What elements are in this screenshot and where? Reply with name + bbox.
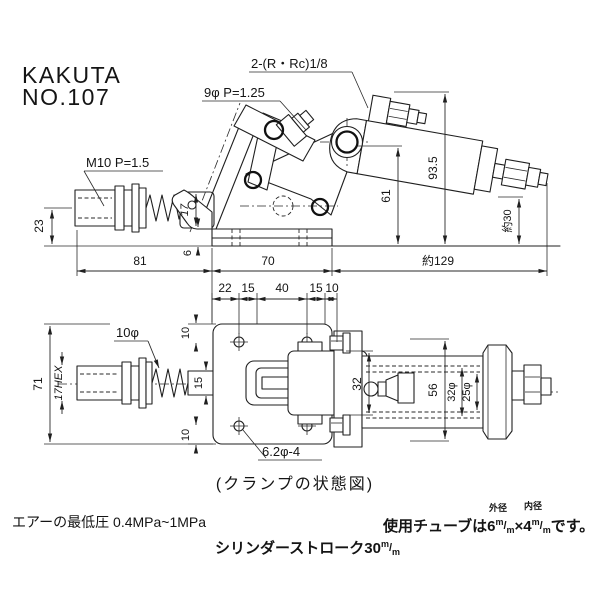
lower-view-labels: 10φ 17HEX 6.2φ-4: [53, 325, 322, 461]
hex-rod-plan: [76, 365, 123, 401]
mm-sub: m: [543, 525, 551, 535]
mm-sup: m: [532, 517, 540, 527]
air-pressure-note: エアーの最低圧 0.4MPa~1MPa: [12, 514, 206, 530]
dim-edge-bottom: 10: [180, 429, 192, 441]
lower-view-dimensions: 71 10 15 10 22 15 40 15 10 32: [31, 281, 480, 454]
lower-view-drawing: [58, 323, 558, 448]
mm-sub: m: [392, 547, 400, 557]
dim-total-height: 93.5: [426, 156, 440, 180]
model-number: NO.107: [22, 84, 110, 110]
stroke-note: シリンダーストローク30m/m: [215, 539, 400, 557]
dim-rod-height: 23: [32, 219, 46, 233]
dim-pivot-height: 61: [379, 189, 393, 203]
dim-rod-length: 81: [133, 254, 147, 268]
mm-slash: /: [540, 520, 543, 532]
rod-dia-label: 10φ: [116, 325, 139, 340]
rod-thread-label: M10 P=1.5: [86, 155, 149, 170]
brand-title: KAKUTA: [22, 62, 121, 88]
main-pivot-hole: [335, 130, 359, 154]
dim-bore-dia: 32φ: [446, 382, 458, 401]
spring-side: [145, 194, 183, 222]
pivot-bolt-label: 9φ P=1.25: [204, 85, 265, 100]
ports-label: 2-(R・Rc)1/8: [251, 56, 328, 71]
dim-chain-10: 10: [325, 281, 339, 295]
title-block: KAKUTA NO.107: [22, 62, 121, 110]
dim-tube-dia: 25φ: [461, 382, 473, 401]
rod-nut-plan: [523, 364, 542, 405]
dim-cylinder-width: 56: [426, 383, 440, 397]
cylinder-body: [356, 119, 484, 195]
cylinder-pin-hole: [310, 197, 330, 217]
tube-note-mid: ×4: [515, 518, 533, 535]
tube-note: 使用チューブは6m/m×4m/mです。: [382, 517, 594, 535]
dim-total-length: 約129: [422, 253, 454, 268]
inner-dia-ruby: 内径: [524, 500, 542, 511]
mm-sub: m: [507, 525, 515, 535]
bracket-bolts: [329, 332, 351, 436]
dim-clevis-width: 17: [179, 203, 191, 216]
pivot-bolt-stack: [275, 109, 315, 147]
dim-chain-22: 22: [218, 281, 232, 295]
upper-view-drawing: [44, 94, 561, 247]
mm-slash: /: [389, 542, 392, 554]
dim-chain-15a: 15: [241, 281, 255, 295]
hex-flats-label: 17HEX: [53, 365, 65, 401]
dim-fitting-height: 約30: [500, 209, 514, 232]
dim-chain-40: 40: [275, 281, 289, 295]
link-pivot-hole: [263, 119, 285, 141]
hex-rod-side: [74, 189, 116, 227]
outer-dia-ruby: 外径: [488, 502, 507, 513]
notes-block: エアーの最低圧 0.4MPa~1MPa シリンダーストローク30m/m 外径 内…: [12, 500, 594, 557]
dim-base-length: 70: [261, 254, 275, 268]
dim-bracket-width: 32: [350, 377, 364, 391]
dim-chain-15b: 15: [309, 281, 323, 295]
dim-plate-thickness: 6: [182, 250, 194, 256]
lower-pivot-hole: [243, 170, 263, 190]
stroke-note-text: シリンダーストローク30: [215, 539, 381, 557]
dim-plate-height: 71: [31, 377, 45, 391]
dim-rod-width: 15: [193, 377, 205, 389]
dim-edge-top: 10: [180, 327, 192, 339]
mount-holes-label: 6.2φ-4: [262, 444, 300, 459]
upper-view-dimensions: 23 17 6 81 70 約129 61 93.5 約30: [32, 91, 548, 324]
spring-plan: [151, 368, 189, 398]
mm-sup: m: [495, 517, 503, 527]
view-caption: (クランプの状態図): [216, 475, 374, 493]
hex-cap-plan: [482, 344, 513, 440]
mm-slash: /: [503, 520, 506, 532]
tube-note-text: 使用チューブは6: [382, 517, 495, 535]
upper-view-labels: 2-(R・Rc)1/8 9φ P=1.25 M10 P=1.5: [83, 56, 369, 207]
bellcrank: [245, 130, 355, 216]
mm-sup: m: [381, 539, 389, 549]
tube-note-suffix: です。: [551, 518, 595, 535]
